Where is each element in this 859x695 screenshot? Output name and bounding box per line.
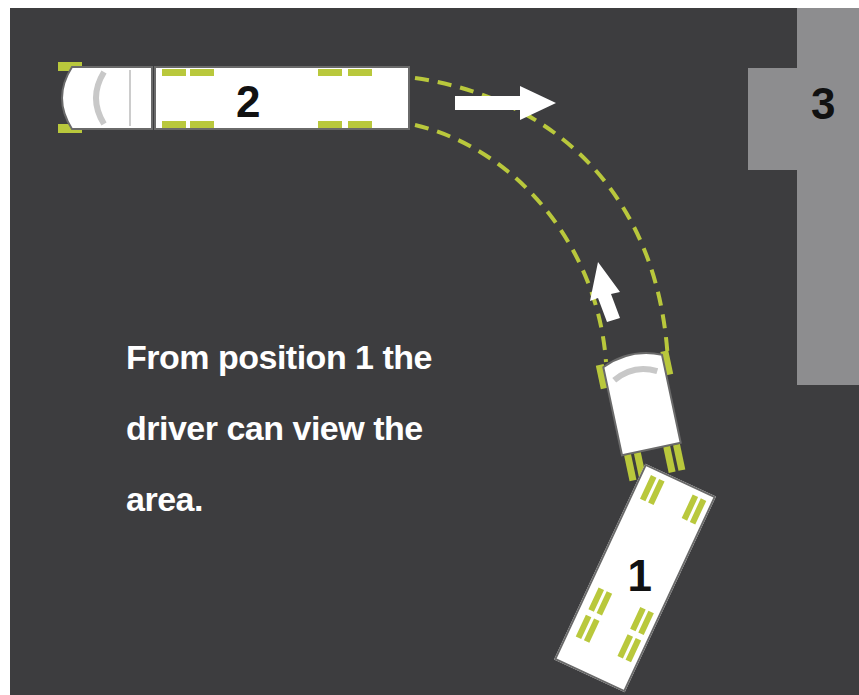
wheel [162, 121, 186, 128]
wheel [348, 69, 372, 76]
wheel [162, 69, 186, 76]
wheel [638, 611, 654, 635]
building-3: 3 [748, 8, 859, 385]
yard-ground [10, 8, 859, 695]
wheel [626, 638, 642, 662]
trailer-2: 2 [154, 66, 410, 130]
path-inner [415, 125, 606, 362]
direction-arrow [590, 262, 620, 322]
node-art [748, 8, 859, 385]
wheel [318, 121, 342, 128]
callout-number: 3 [811, 82, 835, 126]
wheel [690, 498, 706, 524]
callout-number: 1 [627, 554, 651, 598]
tractor-2 [58, 62, 152, 133]
callout-number: 2 [236, 80, 260, 124]
direction-arrow [455, 86, 556, 120]
building-outline [748, 8, 859, 385]
wheel [190, 69, 214, 76]
note-text: From position 1 the driver can view the … [126, 322, 456, 535]
wheel [648, 479, 664, 505]
wheel [597, 591, 613, 615]
tractor-1 [595, 347, 693, 483]
wheel [318, 69, 342, 76]
wheel [584, 618, 600, 642]
node-art [156, 68, 412, 132]
path-outer [415, 78, 668, 362]
wheel [190, 121, 214, 128]
wheel [348, 121, 372, 128]
